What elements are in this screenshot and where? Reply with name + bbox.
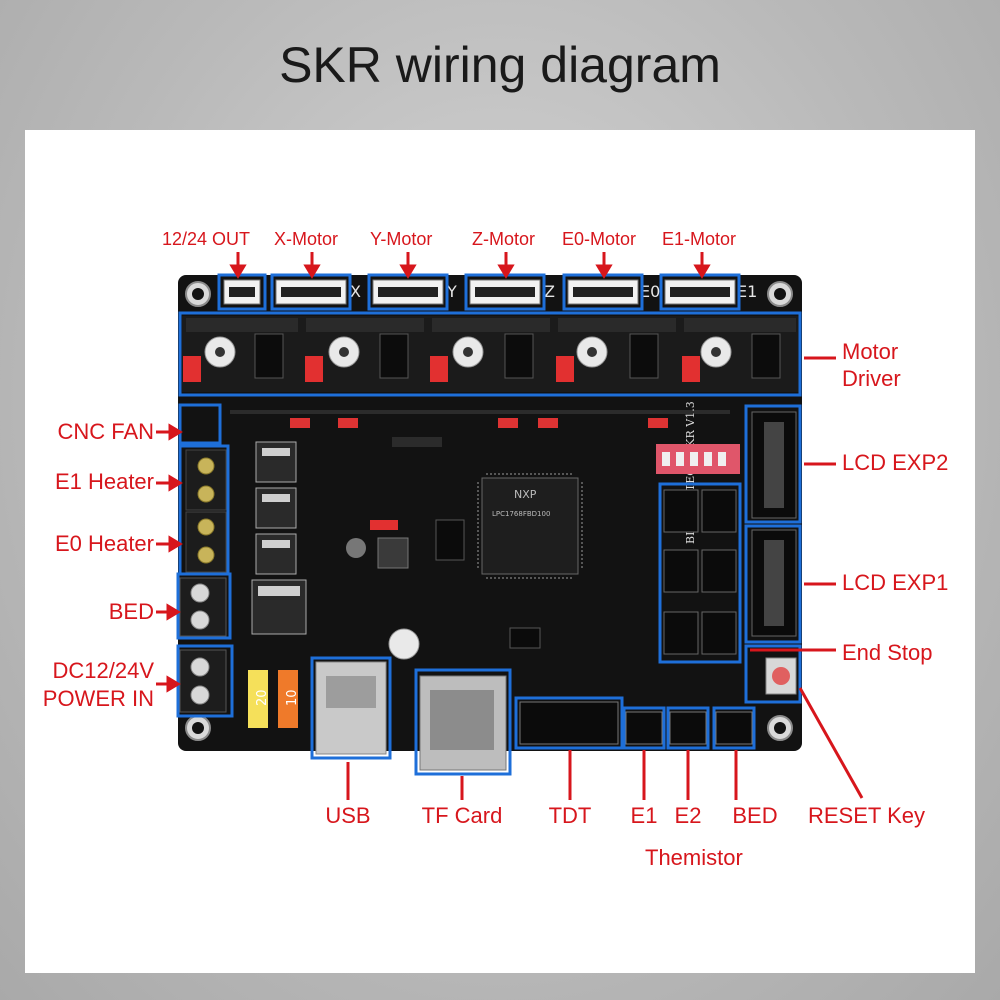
icsp-header	[435, 519, 465, 561]
label-e1-motor: E1-Motor	[662, 229, 737, 249]
inductor	[377, 537, 409, 569]
tft-header	[509, 627, 541, 649]
label-cnc-fan: CNC FAN	[57, 419, 154, 444]
label-motor-driver-line1: Motor	[842, 339, 899, 364]
label-tf-card: TF Card	[421, 803, 503, 828]
fuse-20	[248, 670, 268, 728]
label-e0-heater: E0 Heater	[54, 531, 154, 556]
label-reset-key: RESET Key	[808, 803, 925, 828]
axis-mark-z: Z	[544, 282, 555, 301]
label-power-line1: DC12/24V	[52, 658, 154, 683]
label-lcd-exp2: LCD EXP2	[842, 450, 949, 475]
axis-mark-x: X	[350, 282, 361, 301]
label-y-motor: Y-Motor	[370, 229, 433, 249]
label-12-24-out: 12/24 OUT	[162, 229, 251, 249]
label-motor-driver-line2: Driver	[842, 366, 901, 391]
bottom-headers	[519, 701, 753, 745]
page-title: SKR wiring diagram	[279, 37, 721, 93]
label-e0-motor: E0-Motor	[562, 229, 637, 249]
driver-red-headers	[183, 356, 700, 382]
label-tdt: TDT	[548, 803, 592, 828]
axis-mark-e0: E0	[640, 282, 660, 301]
label-e1-thermistor: E1	[630, 803, 658, 828]
mcu-chip	[481, 477, 579, 575]
label-e2-thermistor: E2	[674, 803, 702, 828]
fuse-10-label: 10	[285, 689, 300, 706]
label-x-motor: X-Motor	[274, 229, 339, 249]
label-power-line2: POWER IN	[42, 686, 154, 711]
mcu-part: LPC1768FBD100	[492, 510, 550, 518]
fuse-10	[278, 670, 298, 728]
endstop-connectors	[663, 489, 737, 655]
axis-mark-y: Y	[446, 282, 457, 301]
mcu-brand: NXP	[514, 488, 537, 501]
label-lcd-exp1: LCD EXP1	[842, 570, 949, 595]
label-e1-heater: E1 Heater	[54, 469, 154, 494]
label-z-motor: Z-Motor	[472, 229, 535, 249]
label-end-stop: End Stop	[842, 640, 933, 665]
axis-mark-e1: E1	[737, 282, 757, 301]
label-bed-thermistor: BED	[732, 803, 778, 828]
label-themistor: Themistor	[645, 845, 743, 870]
power-select	[370, 520, 398, 530]
jumper-blocks	[254, 333, 781, 379]
callout-lines	[156, 252, 864, 800]
fuse-20-label: 20	[255, 689, 270, 706]
label-bed-left: BED	[108, 599, 154, 624]
label-usb: USB	[325, 803, 371, 828]
